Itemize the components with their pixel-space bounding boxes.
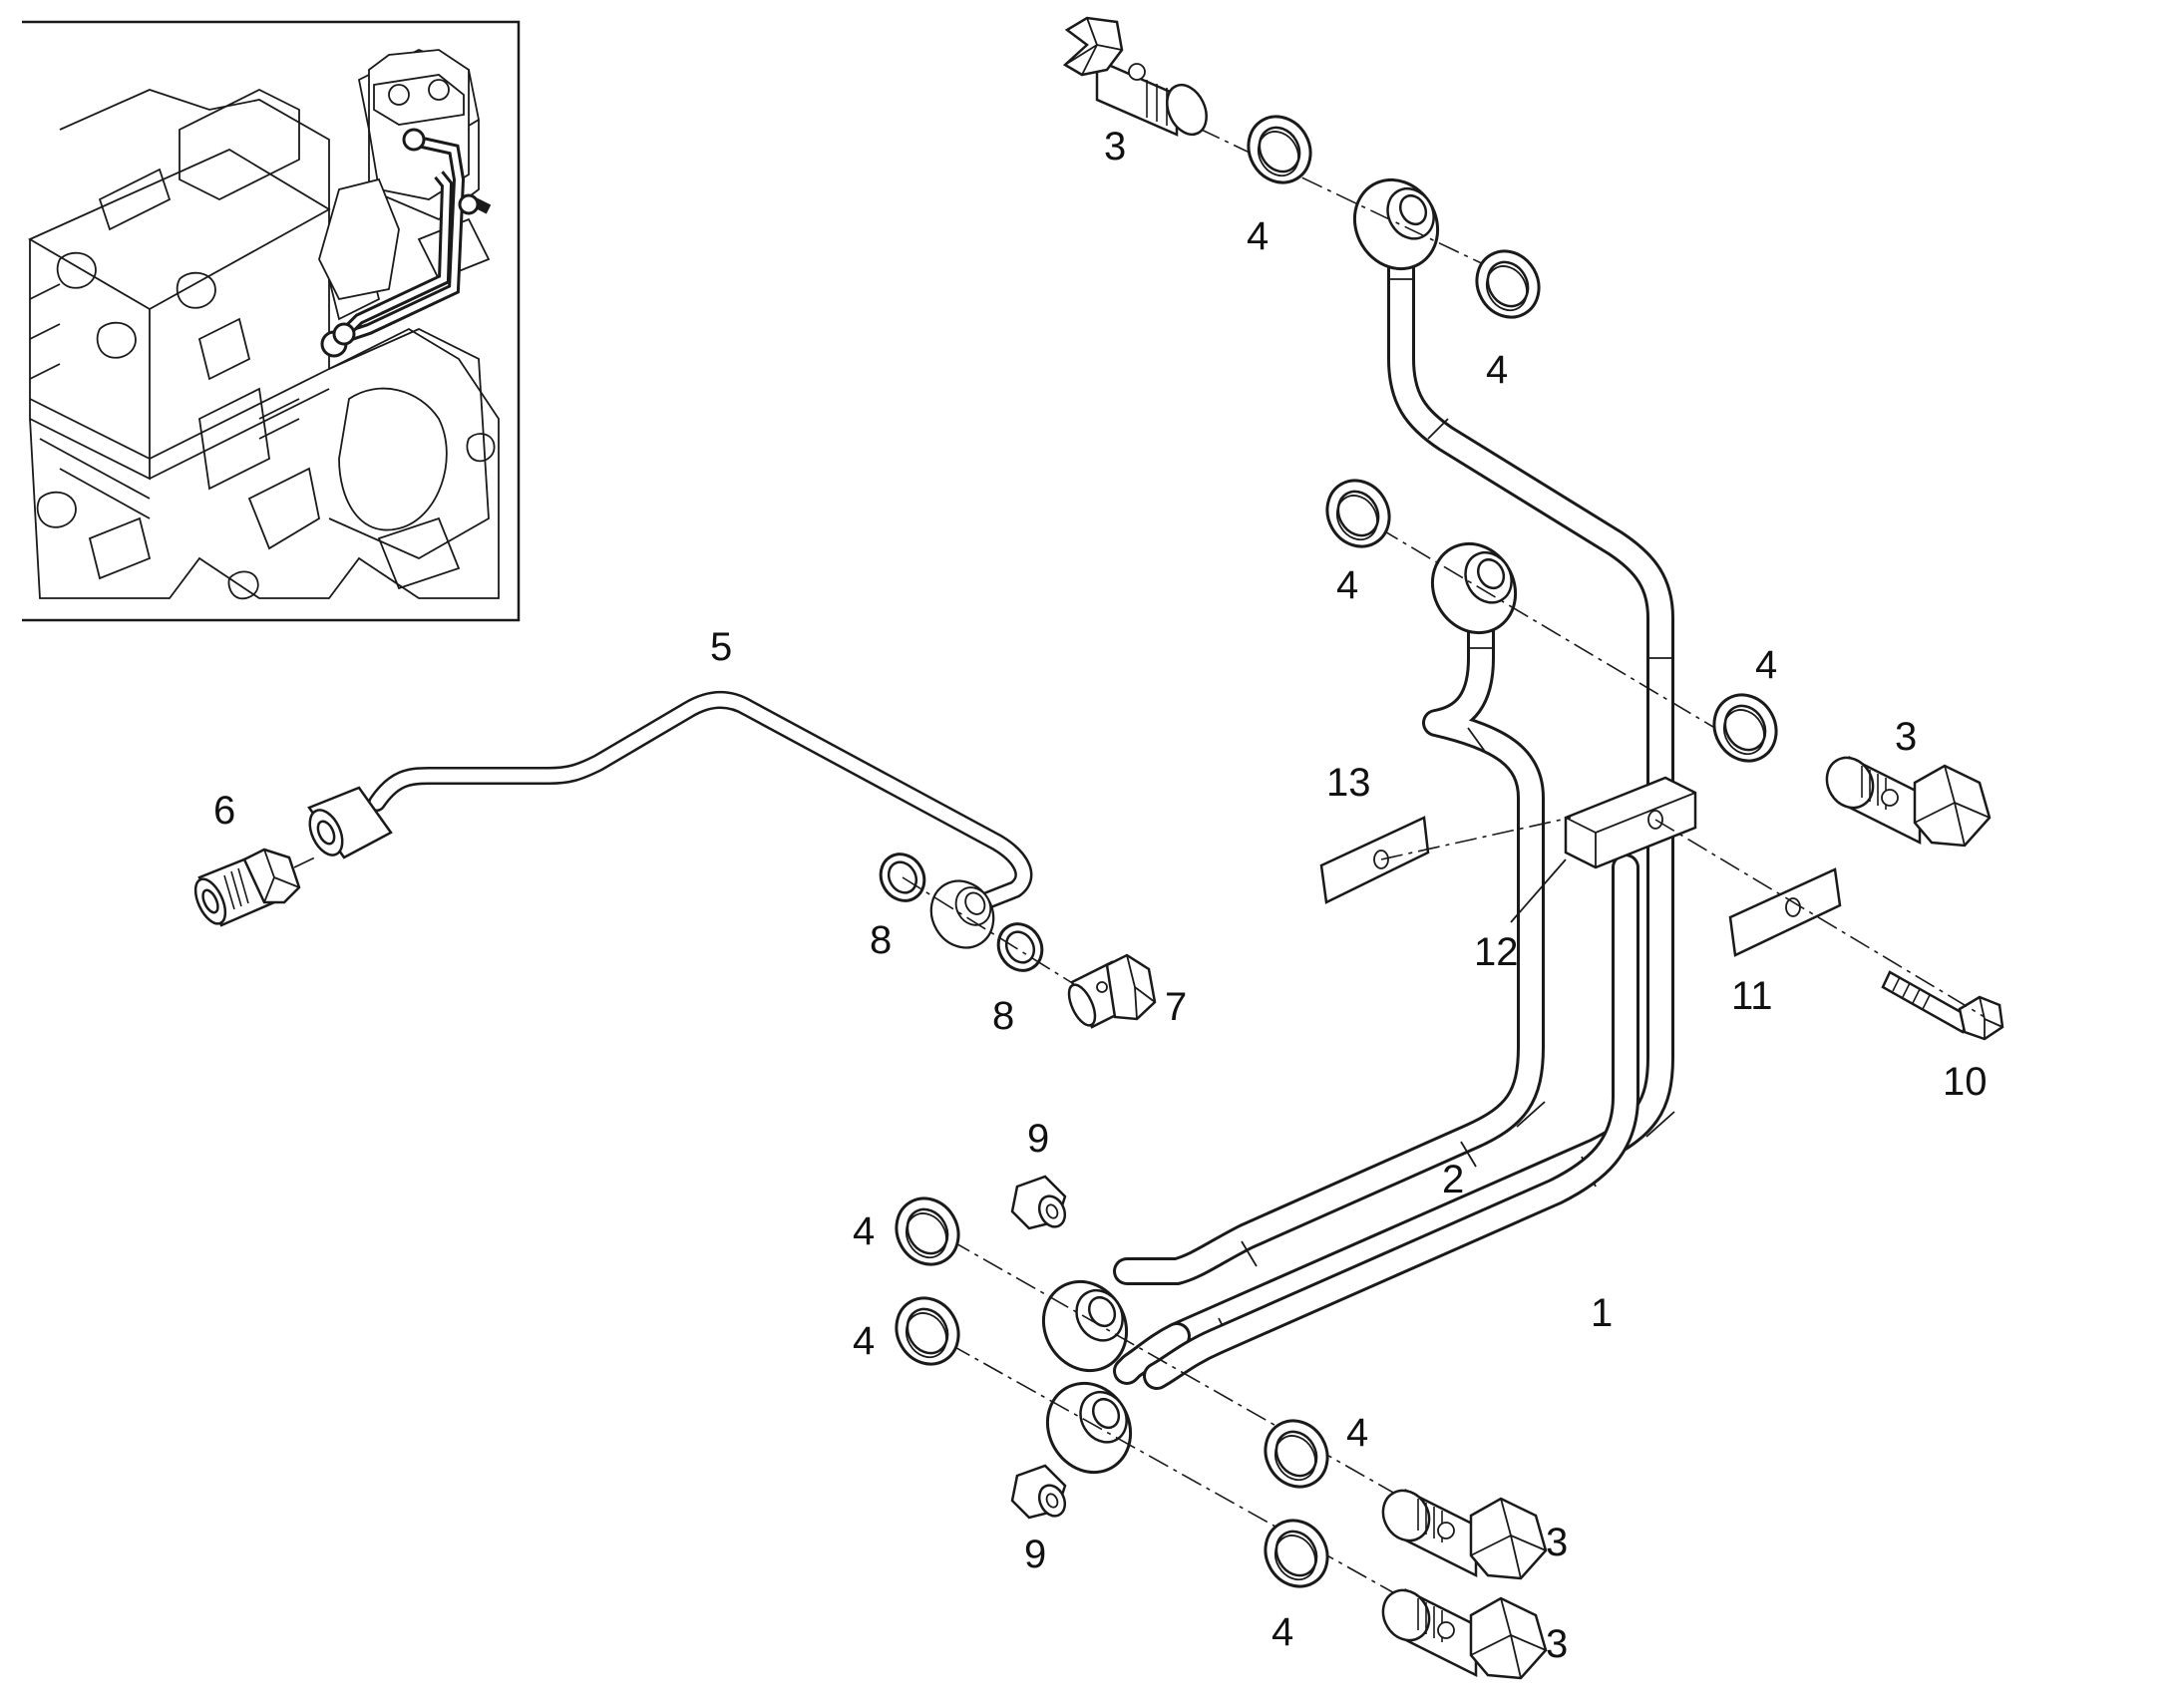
- banjo-bolt-3-lower-a: [1372, 1481, 1548, 1580]
- cap-9-upper: [1010, 1175, 1067, 1230]
- callout-3-top: 3: [1104, 125, 1126, 169]
- seal-ring-4-c: [1313, 468, 1403, 559]
- seal-ring-4-g: [1252, 1408, 1341, 1500]
- cap-9-lower: [1010, 1464, 1067, 1520]
- callout-4-h: 4: [1272, 1610, 1293, 1654]
- callout-4-e: 4: [853, 1209, 875, 1253]
- callout-3-right: 3: [1895, 715, 1917, 759]
- callout-4-g: 4: [1346, 1411, 1368, 1455]
- callout-4-a: 4: [1247, 214, 1269, 258]
- banjo-bolt-3-right: [1816, 748, 1992, 848]
- callout-10: 10: [1943, 1060, 1988, 1104]
- callout-9-lower: 9: [1024, 1533, 1046, 1576]
- callout-5: 5: [710, 625, 732, 669]
- callout-11: 11: [1731, 974, 1773, 1018]
- callout-4-c: 4: [1336, 563, 1358, 607]
- seal-ring-4-b: [1463, 238, 1553, 330]
- callout-13: 13: [1326, 761, 1371, 805]
- pipe-2: [1113, 584, 1546, 1285]
- callout-2: 2: [1442, 1158, 1464, 1201]
- callout-4-f: 4: [853, 1319, 875, 1363]
- callout-4-b: 4: [1486, 348, 1508, 392]
- callout-4-d: 4: [1755, 643, 1777, 687]
- assembly-axis-lines: [916, 79, 1986, 1606]
- pipe-1: [1113, 210, 1675, 1385]
- callout-9-upper: 9: [1027, 1117, 1049, 1161]
- seal-ring-4-d: [1700, 682, 1790, 774]
- pipe-1-lower-run: [1143, 854, 1639, 1390]
- seal-ring-4-e: [883, 1186, 972, 1277]
- banjo-bolt-3-top: [1062, 16, 1208, 137]
- pipe-5: [307, 690, 1033, 961]
- leader-lines: [1510, 858, 1567, 923]
- callout-6: 6: [213, 789, 235, 833]
- banjo-eye-pipe-1-top: [1336, 163, 1456, 286]
- callout-8-lower: 8: [992, 994, 1014, 1038]
- callout-3-lower-a: 3: [1546, 1521, 1568, 1564]
- bolt-10: [1881, 970, 2004, 1041]
- banjo-eye-pipe-2-top: [1414, 526, 1534, 650]
- clamp-12: [1564, 776, 1697, 869]
- seal-ring-4-f: [883, 1285, 972, 1377]
- callout-3-lower-b: 3: [1546, 1622, 1568, 1666]
- plate-13: [1319, 816, 1430, 904]
- callout-labels: 1 2 3 3 3 3 4 4 4 4 4 4 4 4 5 6 7 8 8 9 …: [213, 125, 1988, 1666]
- engine-overview-inset: [22, 20, 521, 622]
- plate-11: [1728, 867, 1842, 957]
- banjo-bolt-3-lower-b: [1372, 1580, 1548, 1680]
- banjo-bolt-7: [1067, 953, 1157, 1029]
- callout-1: 1: [1591, 1291, 1613, 1335]
- callout-7: 7: [1165, 985, 1187, 1029]
- callout-8-upper: 8: [870, 918, 892, 962]
- fitting-6: [193, 848, 320, 927]
- seal-ring-4-h: [1252, 1508, 1341, 1599]
- callout-12: 12: [1474, 930, 1519, 974]
- seal-ring-8-lower: [988, 914, 1052, 980]
